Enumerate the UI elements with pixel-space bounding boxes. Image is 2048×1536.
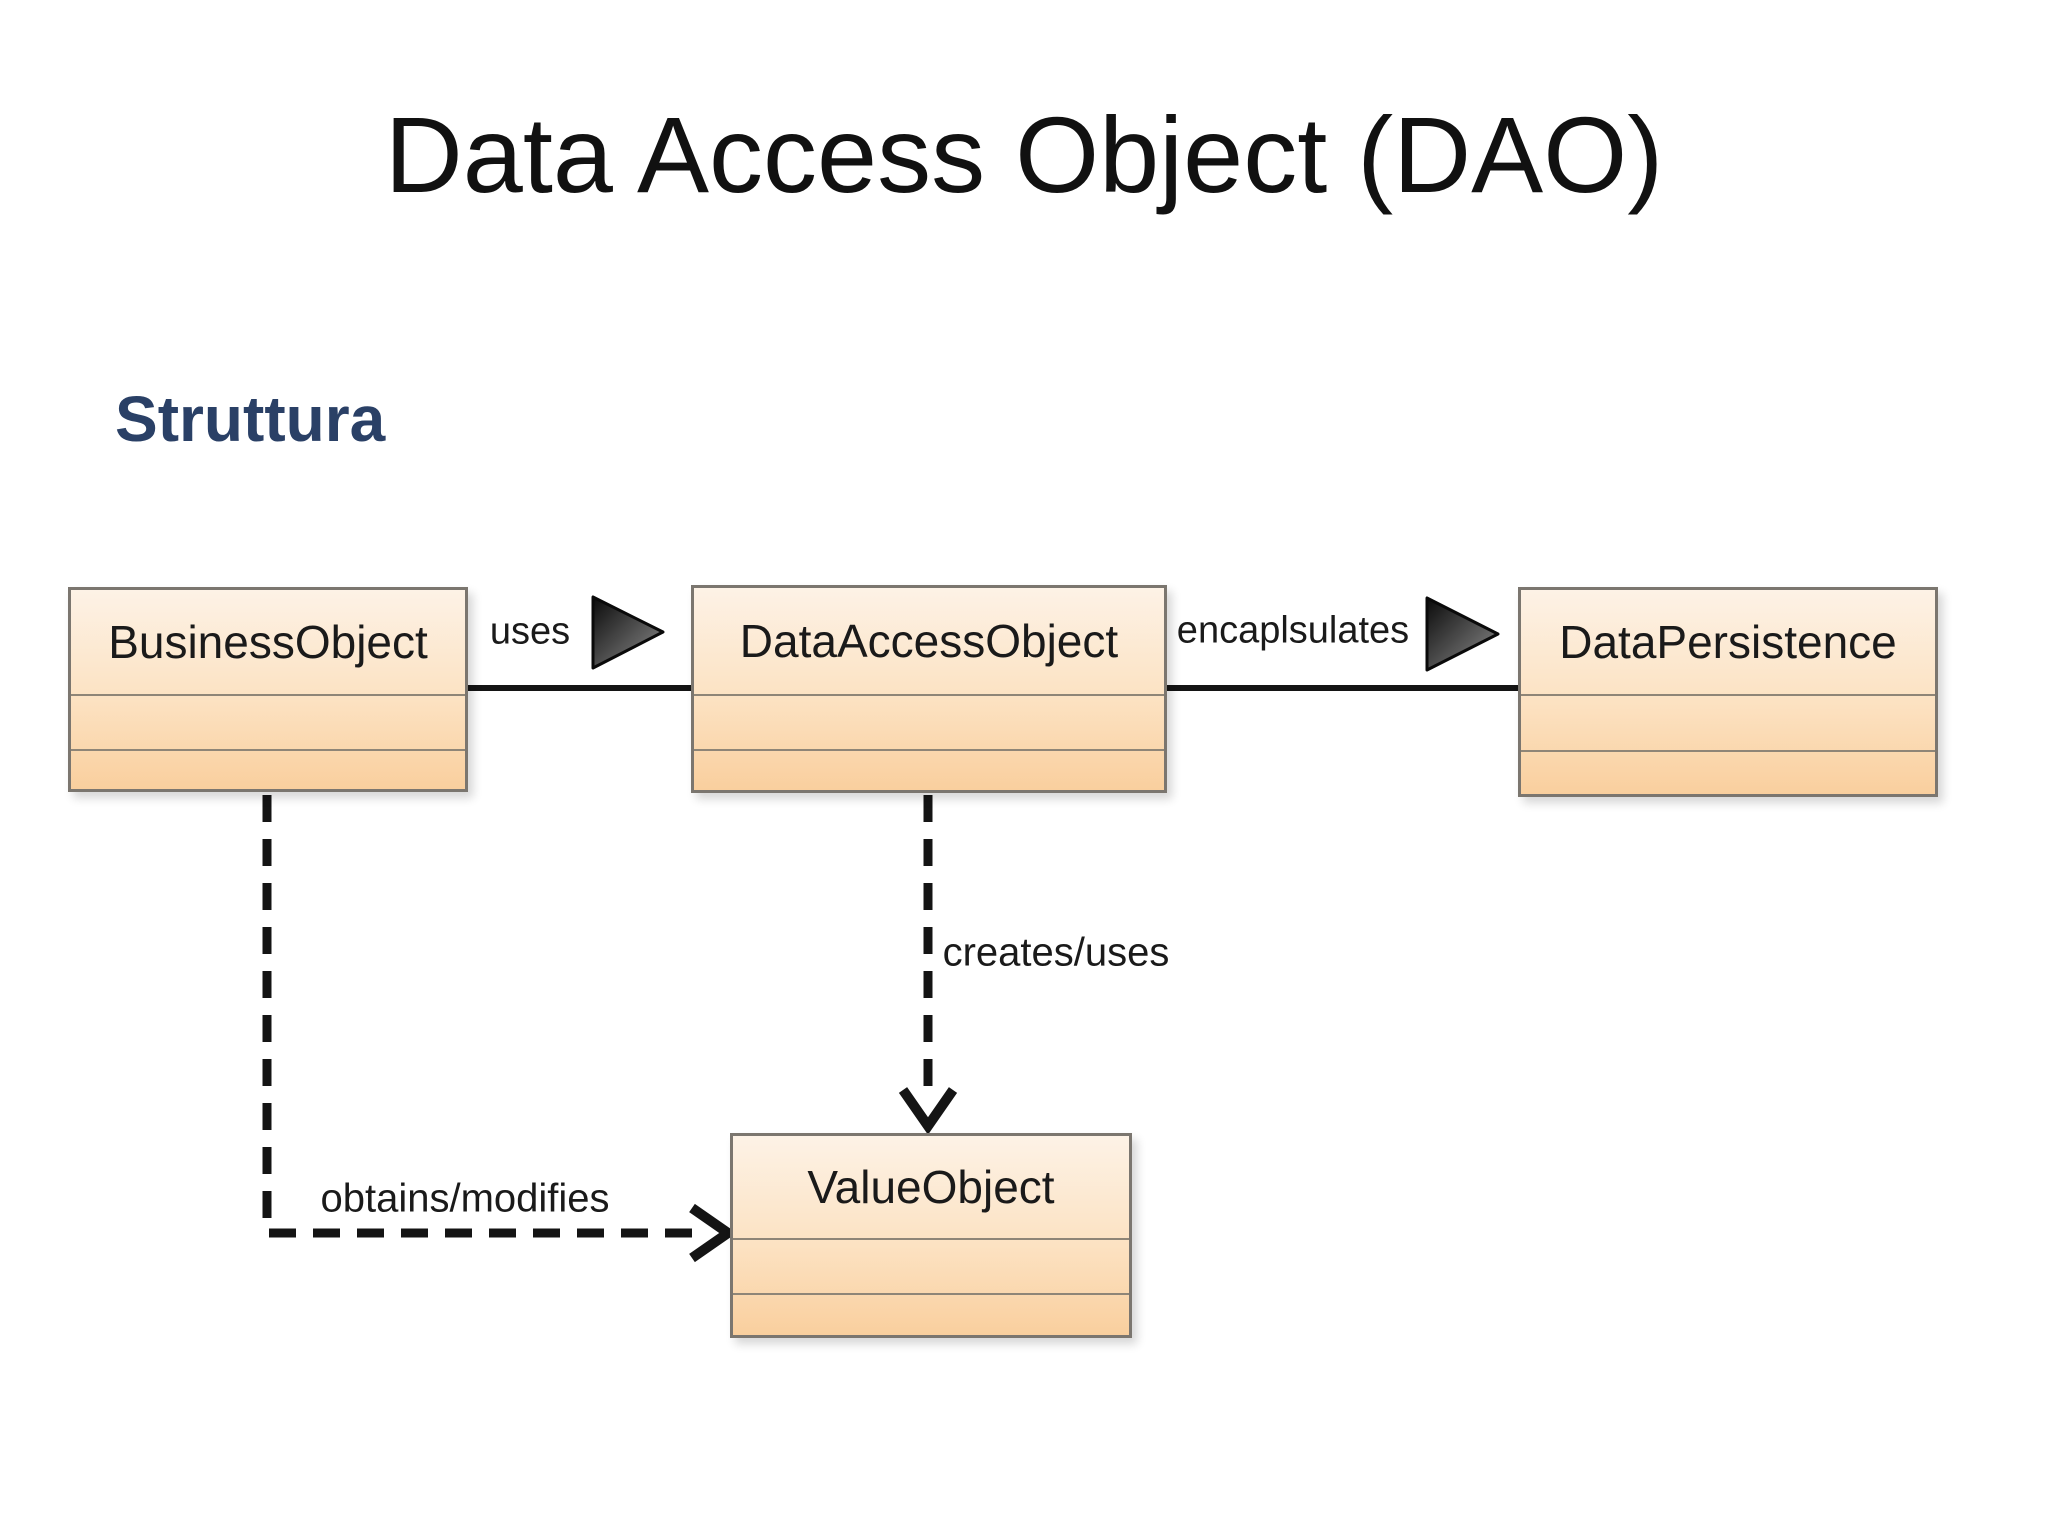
class-name-label: ValueObject [807, 1161, 1055, 1213]
filled-triangle-right-icon [591, 595, 665, 670]
uml-class-data-access-object: DataAccessObject [691, 585, 1167, 793]
methods-compartment [71, 749, 465, 789]
methods-compartment [694, 749, 1164, 790]
class-name-label: BusinessObject [108, 616, 428, 668]
connector-label-obtains-modifies: obtains/modifies [320, 1176, 610, 1221]
attributes-compartment [733, 1238, 1129, 1293]
page-title: Data Access Object (DAO) [384, 94, 1664, 215]
connector-label-creates-uses: creates/uses [942, 930, 1170, 975]
attributes-compartment [71, 694, 465, 749]
connector-label-uses: uses [489, 610, 571, 653]
class-name-label: DataAccessObject [739, 615, 1119, 667]
uml-class-value-object: ValueObject [730, 1133, 1132, 1338]
methods-compartment [1521, 750, 1935, 794]
open-arrowhead-down-icon [898, 1087, 958, 1135]
section-heading: Struttura [115, 383, 386, 455]
uml-class-data-persistence: DataPersistence [1518, 587, 1938, 797]
attributes-compartment [694, 694, 1164, 749]
open-arrowhead-right-icon [689, 1203, 737, 1263]
attributes-compartment [1521, 694, 1935, 750]
connector-label-encaplsulates: encaplsulates [1176, 609, 1410, 652]
class-name-label: DataPersistence [1559, 616, 1897, 668]
filled-triangle-right-icon [1425, 596, 1500, 672]
dashed-dependency-line-obtains-modifies [262, 795, 700, 1238]
methods-compartment [733, 1293, 1129, 1335]
uml-class-business-object: BusinessObject [68, 587, 468, 792]
